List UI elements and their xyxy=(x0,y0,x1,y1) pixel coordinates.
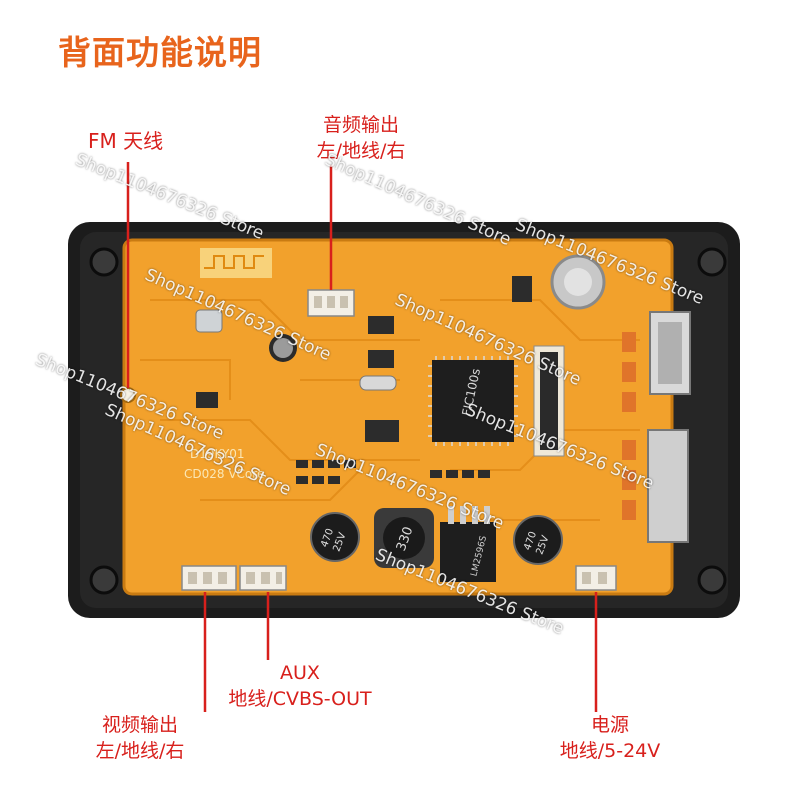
label-aux-line1: AUX xyxy=(280,662,320,684)
regulator-chip xyxy=(440,522,496,582)
label-aux-line2: 地线/CVBS-OUT xyxy=(228,688,372,710)
label-power-line2: 地线/5-24V xyxy=(559,740,661,762)
bt-antenna xyxy=(200,248,272,278)
capacitor-right xyxy=(513,515,563,565)
screw-hole-tr xyxy=(697,247,727,277)
main-chip xyxy=(432,360,514,442)
label-aux: AUX 地线/CVBS-OUT xyxy=(205,660,395,712)
model-label-2: CD028 VCore xyxy=(184,467,264,481)
label-fm-antenna: FM 天线 xyxy=(88,129,164,153)
screw-hole-tl xyxy=(89,247,119,277)
screw-hole-bl xyxy=(89,565,119,595)
model-label-1: D19KY01 xyxy=(190,447,245,461)
label-audio-output: 音频输出 左/地线/右 xyxy=(296,112,426,164)
screw-hole-br xyxy=(697,565,727,595)
pcb xyxy=(124,240,672,594)
label-video-output: 视频输出 左/地线/右 xyxy=(70,712,210,764)
sd-slot xyxy=(647,429,689,543)
page-title: 背面功能说明 xyxy=(58,33,262,72)
label-audio-output-line1: 音频输出 xyxy=(322,114,399,136)
label-power: 电源 地线/5-24V xyxy=(535,712,685,764)
pcb-shade xyxy=(122,238,674,596)
label-audio-output-line2: 左/地线/右 xyxy=(316,140,406,162)
label-video-output-line1: 视频输出 xyxy=(101,714,178,736)
label-power-line1: 电源 xyxy=(590,714,629,736)
capacitor-left xyxy=(310,512,360,562)
label-video-output-line2: 左/地线/右 xyxy=(95,740,185,762)
